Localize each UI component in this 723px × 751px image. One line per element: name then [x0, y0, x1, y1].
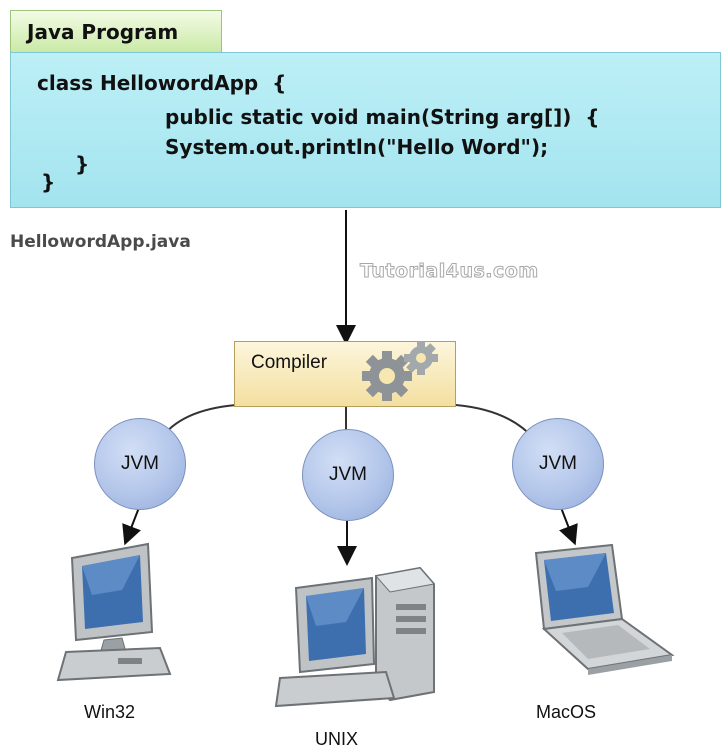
gears-icon	[362, 341, 438, 401]
platform-label-win32: Win32	[84, 702, 136, 722]
compiler-label: Compiler	[251, 352, 328, 373]
java-code-panel: class HellowordApp { public static void …	[10, 52, 721, 208]
arrow-right-jvm-to-macos	[559, 504, 578, 546]
jvm-node-macos: JVM	[512, 418, 604, 510]
code-line: public static void main(String arg[]) {	[165, 105, 600, 129]
source-filename: HellowordApp.java	[10, 232, 191, 252]
arrow-left-jvm-to-win32	[122, 504, 141, 546]
desktop-computer-icon	[56, 542, 172, 682]
workstation-tower-icon	[274, 566, 435, 708]
jvm-node-win32: JVM	[94, 418, 186, 510]
code-line: System.out.println("Hello Word");	[165, 135, 549, 159]
watermark-text: Tutorial4us.com	[360, 260, 539, 283]
compiler-box: Compiler	[234, 341, 456, 407]
java-program-tab: Java Program	[10, 10, 222, 52]
code-line: class HellowordApp {	[37, 71, 287, 95]
platform-label-unix: UNIX	[315, 729, 359, 749]
code-line: }	[75, 152, 90, 176]
platform-label-macos: MacOS	[536, 702, 597, 722]
laptop-icon	[534, 543, 675, 675]
code-line: }	[41, 170, 56, 194]
jvm-node-unix: JVM	[302, 429, 394, 521]
